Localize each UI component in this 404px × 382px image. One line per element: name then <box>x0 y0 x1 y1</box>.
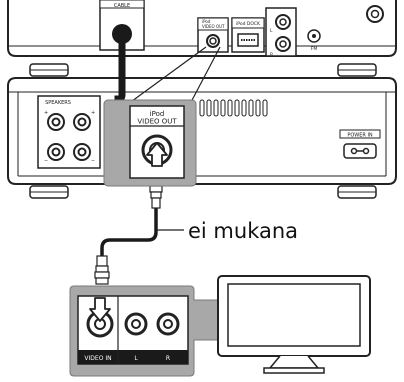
speaker-terminal <box>47 113 65 131</box>
top-unit: CABLE iPod VIDEO OUT iPod DOCK <box>7 0 397 77</box>
top-right-jack <box>366 5 384 23</box>
insert-arrow-up-icon <box>146 142 168 167</box>
ipod-video-out-port: iPod VIDEO OUT <box>197 17 229 53</box>
cable-label: CABLE <box>114 3 130 9</box>
tv-input-callout: VIDEO IN L R <box>69 285 229 377</box>
insert-arrow-down-icon <box>89 297 111 322</box>
fm-label: FM <box>311 46 318 52</box>
polarity-mark: + <box>44 110 48 116</box>
ipod-small-label-line2: VIDEO OUT <box>202 24 225 29</box>
ipod-dock-port: iPod DOCK <box>231 17 265 53</box>
ipod-callout-label-line2: VIDEO OUT <box>137 118 177 126</box>
callout-leaders <box>127 46 221 105</box>
tv-audio-r-jack <box>156 312 180 336</box>
tv-l-label: L <box>134 355 138 362</box>
fm-antenna-jack: FM <box>307 29 321 52</box>
speaker-terminal <box>73 113 91 131</box>
speaker-terminal <box>73 143 91 161</box>
antenna-cable <box>114 30 126 116</box>
top-audio-r-label: R <box>270 52 273 58</box>
not-included-note: ei mukana <box>188 219 298 243</box>
ipod-callout-label-line1: iPod <box>150 110 165 118</box>
tv-audio-l-jack <box>124 312 148 336</box>
ipod-video-out-callout: iPod VIDEO OUT <box>103 99 197 187</box>
power-in-socket: POWER IN <box>339 129 381 159</box>
ipod-dock-label: iPod DOCK <box>236 21 261 27</box>
polarity-mark: − <box>44 158 48 164</box>
television <box>217 275 371 374</box>
polarity-mark: + <box>91 110 95 116</box>
top-audio-jacks: L R <box>265 7 297 58</box>
lower-video-plug <box>94 255 110 285</box>
speaker-terminal <box>47 143 65 161</box>
back-unit: SPEAKERS + + − − <box>7 77 397 199</box>
speakers-label: SPEAKERS <box>45 100 71 106</box>
speakers-panel: SPEAKERS + + − − <box>37 95 101 169</box>
power-in-label: POWER IN <box>347 133 373 139</box>
ipod-small-label-line1: iPod <box>202 19 211 24</box>
top-audio-l-label: L <box>270 28 273 34</box>
polarity-mark: − <box>91 158 95 164</box>
video-cable <box>100 204 158 260</box>
tv-video-in-label: VIDEO IN <box>84 355 111 362</box>
ventilation-slots <box>199 99 268 117</box>
tv-r-label: R <box>166 355 170 362</box>
